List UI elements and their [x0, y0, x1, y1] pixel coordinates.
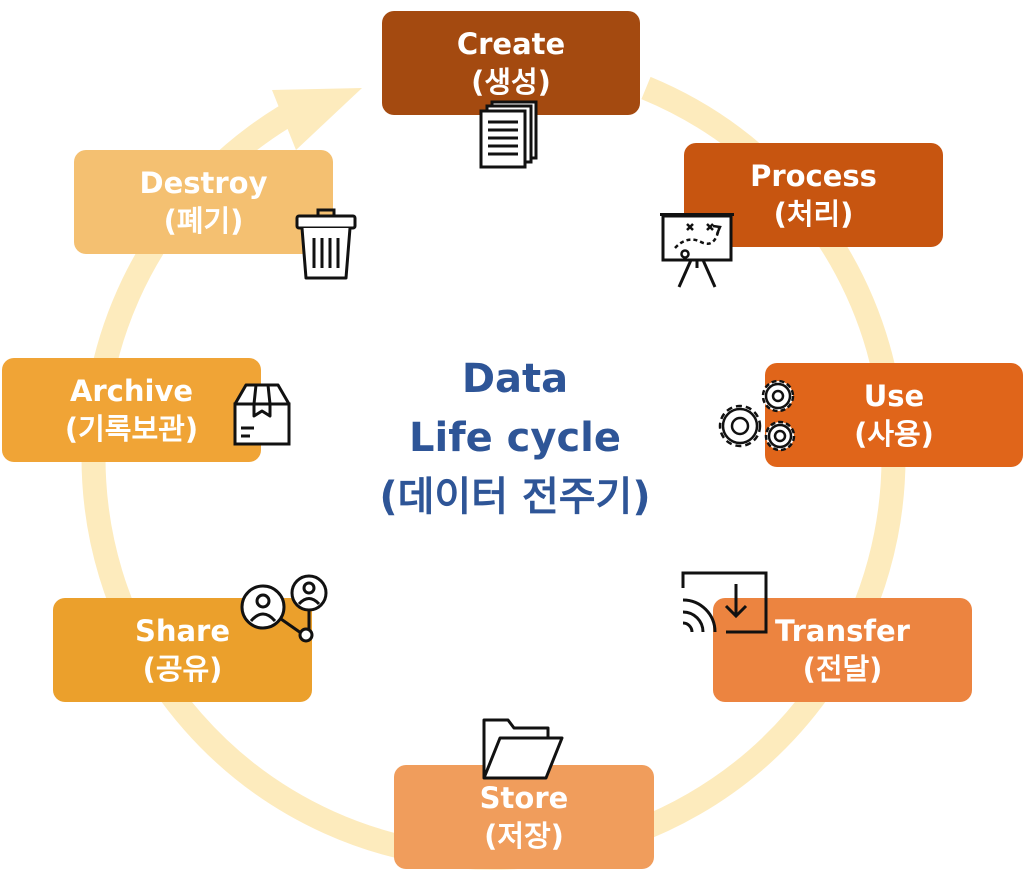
- stage-store: Store (저장): [394, 765, 654, 869]
- strategy-board-icon: [660, 213, 734, 288]
- stage-transfer-label: Transfer: [775, 614, 910, 648]
- stage-use-label: Use: [863, 379, 925, 413]
- stage-create-label: Create: [456, 27, 566, 61]
- cycle-arrowhead: [272, 88, 362, 150]
- stage-process-korean-label: (처리): [773, 197, 854, 231]
- stage-create-korean-label: (생성): [471, 65, 551, 99]
- stage-destroy-label: Destroy: [139, 166, 268, 200]
- center-title: Data Life cycle (데이터 전주기): [330, 350, 700, 527]
- archive-box-icon: [233, 383, 291, 446]
- center-title-line-3: (데이터 전주기): [379, 474, 651, 520]
- stage-archive-korean-label: (기록보관): [64, 412, 199, 446]
- stage-process-label: Process: [750, 159, 877, 193]
- stage-destroy: Destroy (폐기): [74, 150, 333, 254]
- center-title-line-2: Life cycle: [409, 415, 621, 461]
- stage-store-label: Store: [479, 781, 569, 815]
- stage-destroy-korean-label: (폐기): [163, 204, 244, 238]
- trash-bin-icon: [295, 208, 357, 280]
- stage-transfer-korean-label: (전달): [802, 652, 883, 686]
- document-stack-icon: [479, 100, 538, 169]
- stage-create: Create (생성): [382, 11, 640, 115]
- connected-users-icon: [240, 574, 328, 643]
- center-title-line-1: Data: [461, 356, 569, 402]
- stage-store-korean-label: (저장): [484, 819, 564, 853]
- stage-use: Use (사용): [765, 363, 1023, 467]
- stage-archive-label: Archive: [69, 374, 194, 408]
- stage-share-korean-label: (공유): [142, 652, 223, 686]
- stage-share-label: Share: [134, 614, 231, 648]
- stage-use-korean-label: (사용): [854, 417, 934, 451]
- open-folder-icon: [482, 718, 564, 780]
- cast-download-icon: [681, 571, 768, 634]
- gears-icon: [718, 379, 796, 452]
- stage-transfer: Transfer (전달): [713, 598, 972, 702]
- stage-archive: Archive (기록보관): [2, 358, 261, 462]
